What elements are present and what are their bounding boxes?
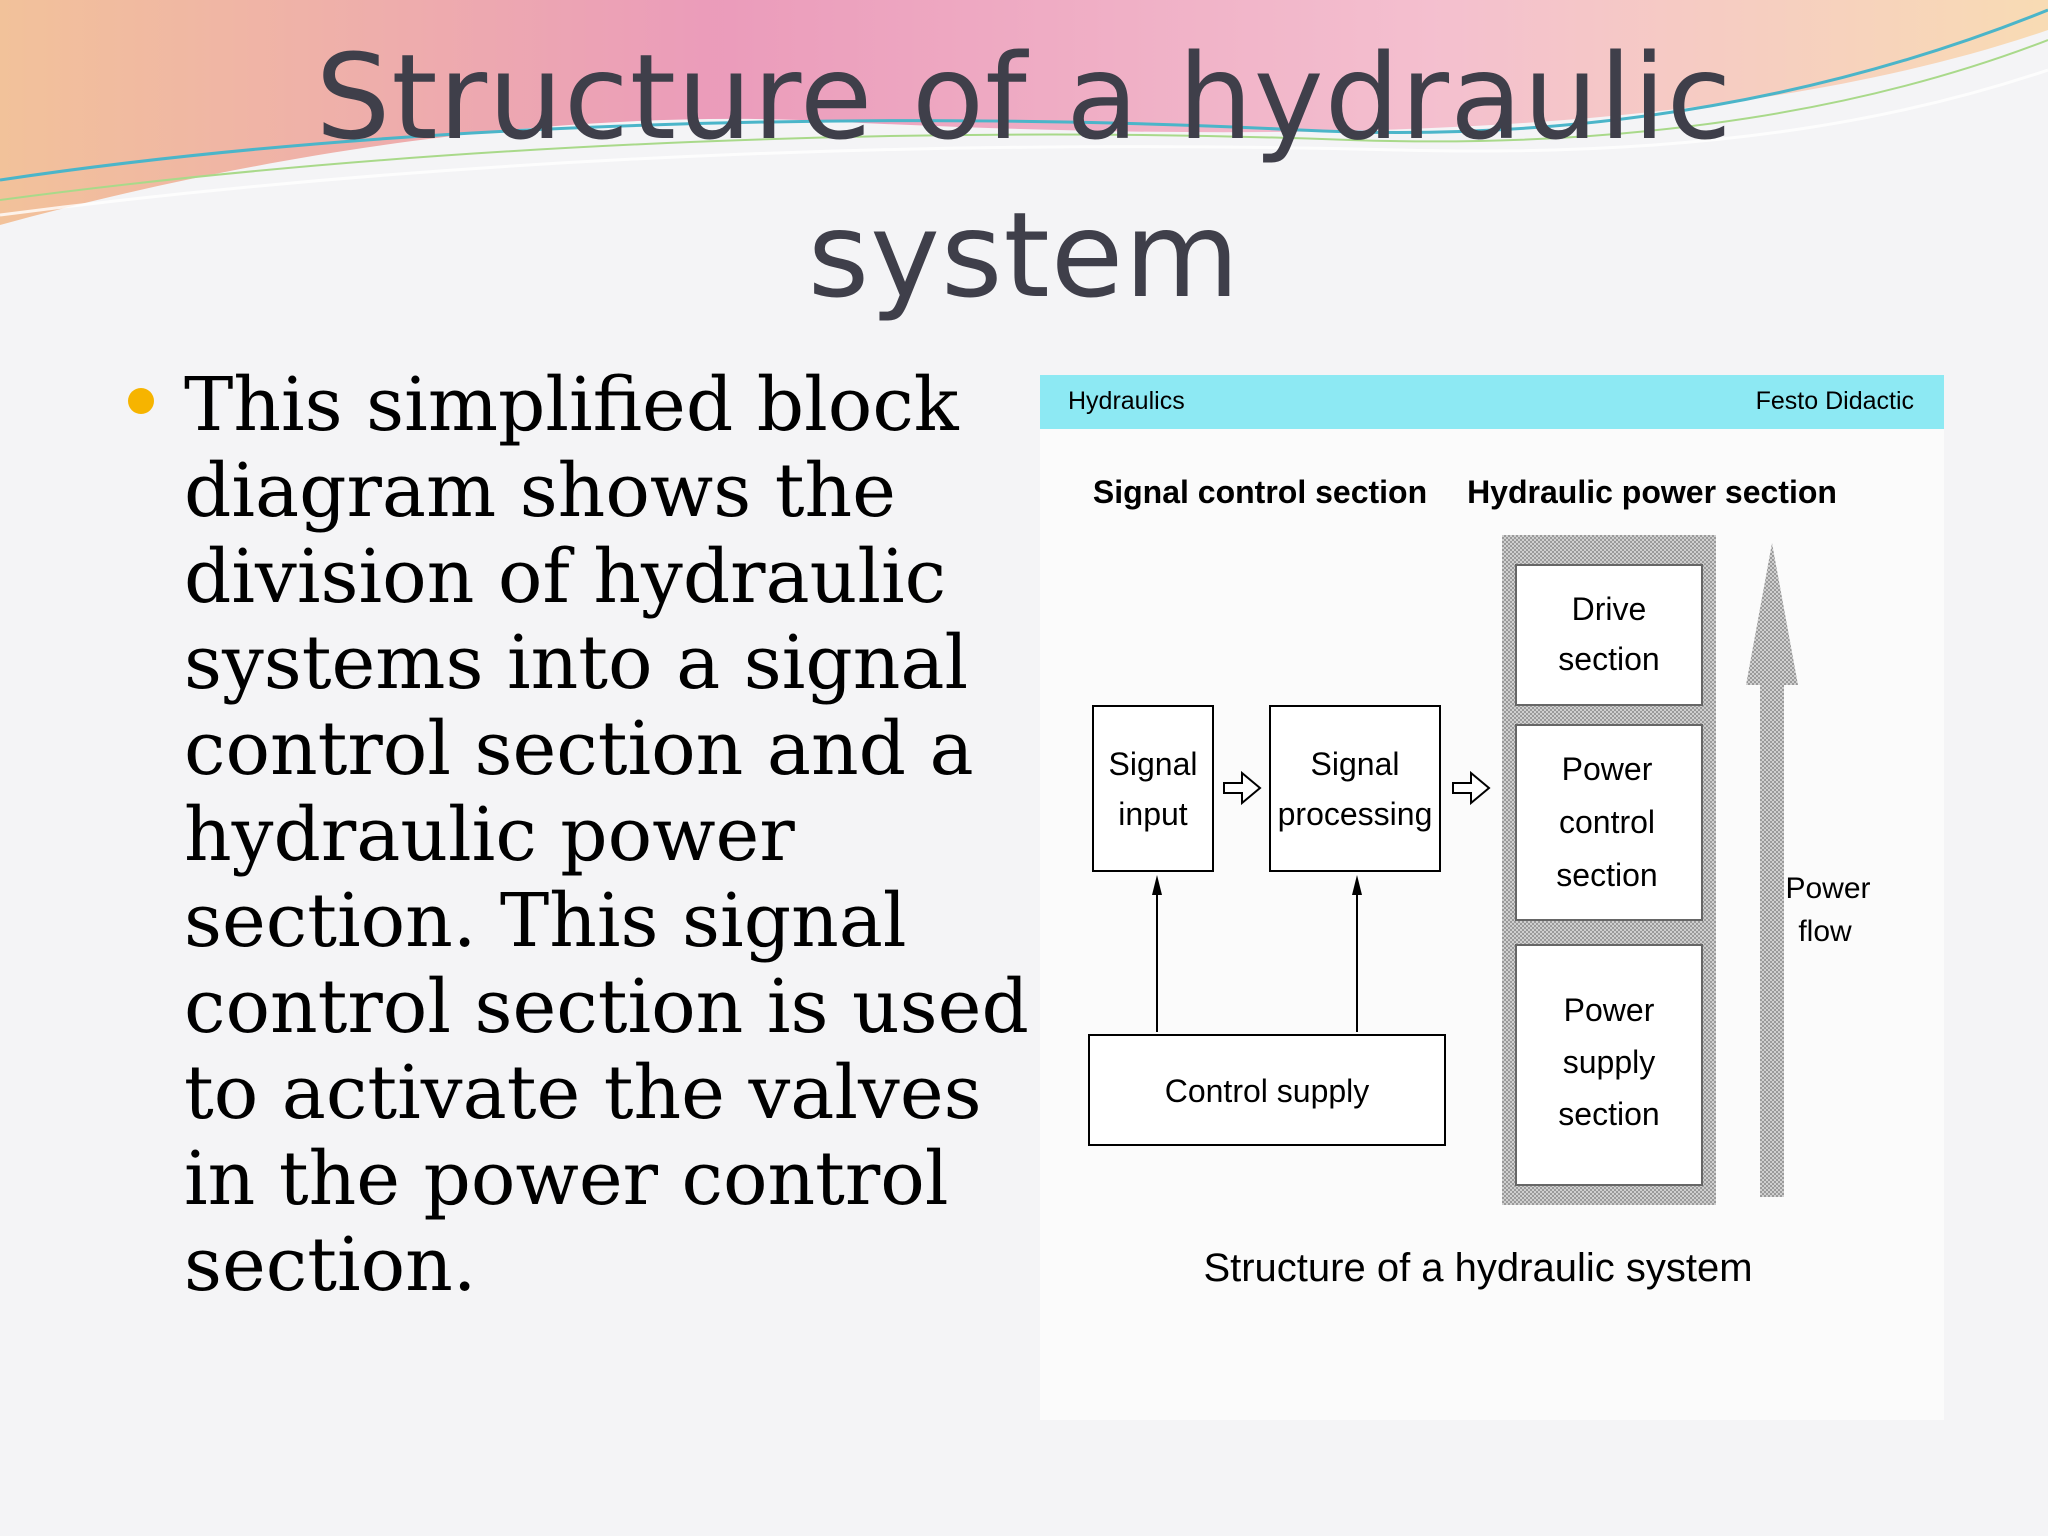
arrowhead-icon xyxy=(1352,875,1362,895)
block-diagram: Signal control section Hydraulic power s… xyxy=(1040,375,1944,1420)
power-supply-label-1: Power xyxy=(1564,992,1655,1028)
title-line-2: system xyxy=(0,176,2048,334)
signal-section-label: Signal control section xyxy=(1093,474,1427,510)
drive-section-label-2: section xyxy=(1558,641,1659,677)
power-control-label-1: Power xyxy=(1562,751,1653,787)
power-flow-label-2: flow xyxy=(1798,915,1852,948)
diagram-figure: Hydraulics Festo Didactic Signal control… xyxy=(1040,375,1944,1420)
power-control-label-3: section xyxy=(1556,857,1657,893)
signal-processing-label-2: processing xyxy=(1278,796,1433,832)
control-supply-label: Control supply xyxy=(1165,1073,1370,1109)
signal-input-label-1: Signal xyxy=(1109,746,1198,782)
flow-arrow-icon xyxy=(1453,773,1489,803)
title-line-1: Structure of a hydraulic xyxy=(0,18,2048,176)
signal-processing-box xyxy=(1270,706,1440,871)
drive-section-label-1: Drive xyxy=(1572,591,1647,627)
power-flow-label-1: Power xyxy=(1785,872,1870,905)
bullet-dot-icon xyxy=(128,388,154,414)
signal-processing-label-1: Signal xyxy=(1311,746,1400,782)
power-control-label-2: control xyxy=(1559,804,1655,840)
bullet-text: This simplified block diagram shows the … xyxy=(184,362,1044,1308)
drive-section-box xyxy=(1516,565,1702,705)
figure-caption: Structure of a hydraulic system xyxy=(1203,1246,1752,1290)
slide-title: Structure of a hydraulic system xyxy=(0,18,2048,334)
power-supply-label-3: section xyxy=(1558,1096,1659,1132)
signal-input-box xyxy=(1093,706,1213,871)
power-supply-label-2: supply xyxy=(1563,1044,1656,1080)
signal-input-label-2: input xyxy=(1118,796,1188,832)
power-flow-arrow-icon xyxy=(1746,543,1798,1197)
power-section-label: Hydraulic power section xyxy=(1467,474,1837,510)
arrowhead-icon xyxy=(1152,875,1162,895)
flow-arrow-icon xyxy=(1224,773,1260,803)
